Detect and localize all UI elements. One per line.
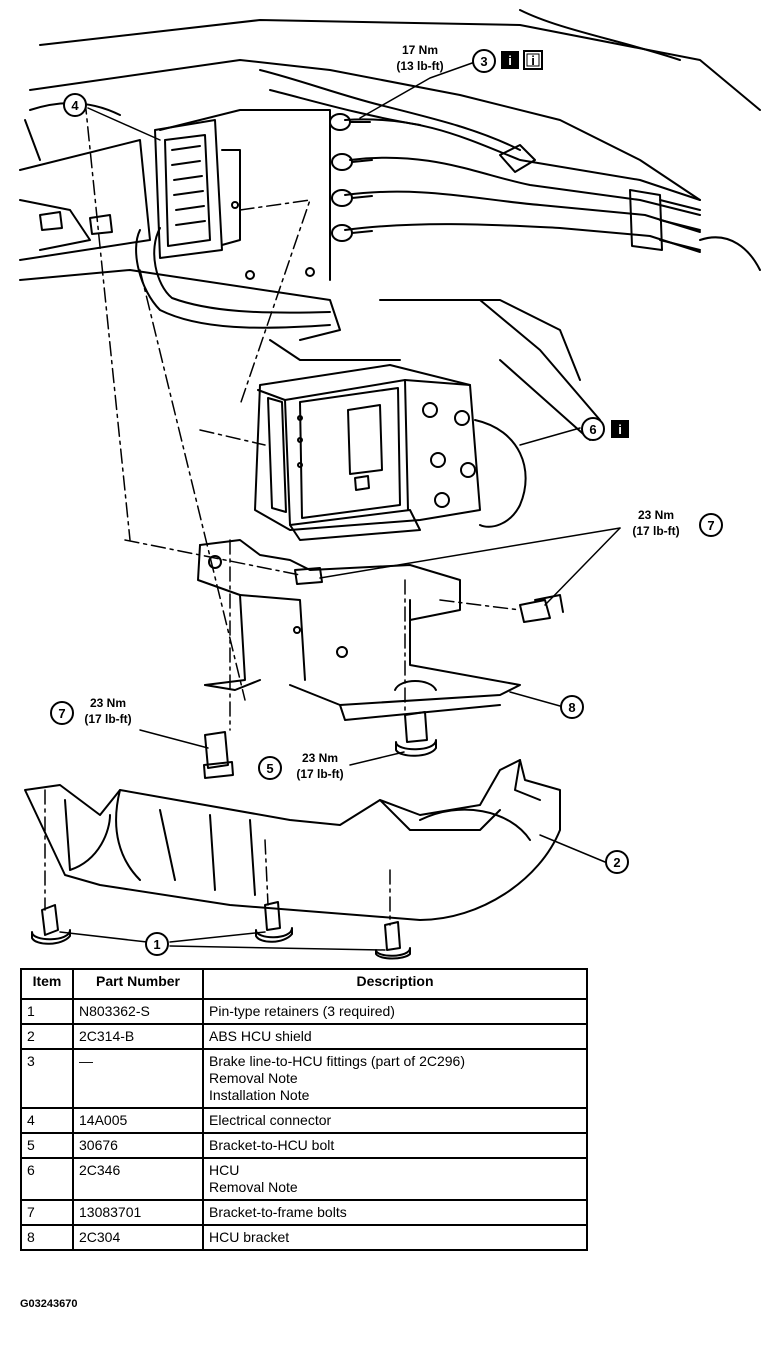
item-number: 5 [20,1132,74,1159]
torque-7-right-nm: 23 Nm [638,508,674,522]
callout-8-number: 8 [568,700,575,715]
pin-retainers [31,901,411,960]
torque-5-lbft: (17 lb-ft) [296,767,343,781]
header-part-number: Part Number [72,968,204,1000]
description-text: HCU bracket [209,1229,290,1245]
description: ABS HCU shield [202,1023,588,1050]
info-icon[interactable]: i [501,51,519,69]
description-text: HCU [209,1162,240,1178]
description: Bracket-to-frame bolts [202,1199,588,1226]
callout-6: 6 [581,417,605,441]
torque-labels: 17 Nm (13 lb-ft) 23 Nm (17 lb-ft) 23 Nm … [84,43,679,781]
callout-1: 1 [145,932,169,956]
callout-4-number: 4 [71,98,79,113]
callout-7-left: 7 [50,701,74,725]
callout-7-left-number: 7 [58,706,65,721]
table-header-row: Item Part Number Description [20,968,588,1000]
part-number: 2C346 [72,1157,204,1201]
callout-7-right-number: 7 [707,518,714,533]
torque-7-left-nm: 23 Nm [90,696,126,710]
description: Pin-type retainers (3 required) [202,998,588,1025]
torque-7-left-lbft: (17 lb-ft) [84,712,131,726]
info-icon[interactable]: i [523,50,543,70]
part-number: 2C314-B [72,1023,204,1050]
callout-2: 2 [605,850,629,874]
item-number: 4 [20,1107,74,1134]
part-number: 2C304 [72,1224,204,1251]
description: Electrical connector [202,1107,588,1134]
hcu-exploded-diagram: 1 2 3 4 5 6 7 7 [19,9,761,960]
item-number: 2 [20,1023,74,1050]
brake-line-fittings [329,113,373,242]
brake-lines [259,69,701,253]
description-text: Bracket-to-HCU bolt [209,1137,335,1153]
item-number: 6 [20,1157,74,1201]
svg-text:i: i [618,422,622,437]
svg-text:i: i [531,53,535,68]
part-number: 14A005 [72,1107,204,1134]
alignment-lines [44,99,521,926]
description-note[interactable]: Removal Note [209,1070,298,1086]
callout-5: 5 [258,756,282,780]
item-number: 7 [20,1199,74,1226]
description: Brake line-to-HCU fittings (part of 2C29… [202,1048,588,1109]
description-text: Bracket-to-frame bolts [209,1204,347,1220]
torque-3-nm: 17 Nm [402,43,438,57]
description-text: Brake line-to-HCU fittings (part of 2C29… [209,1053,465,1069]
header-description: Description [202,968,588,1000]
vehicle-frame [19,9,761,441]
item-number: 1 [20,998,74,1025]
callout-6-number: 6 [589,422,596,437]
description-text: Pin-type retainers (3 required) [209,1003,395,1019]
info-icons: i i i [501,50,629,438]
callout-3-number: 3 [480,54,487,69]
callout-7-right: 7 [699,513,723,537]
hcu-bracket [197,539,521,721]
torque-3-lbft: (13 lb-ft) [396,59,443,73]
hcu-shield [24,759,561,921]
description-note[interactable]: Installation Note [209,1087,310,1103]
part-number: — [72,1048,204,1109]
table-row: 3— Brake line-to-HCU fittings (part of 2C… [20,1048,588,1109]
torque-5-nm: 23 Nm [302,751,338,765]
info-icon[interactable]: i [611,420,629,438]
bolts [203,567,564,779]
callout-1-number: 1 [153,937,160,952]
hcu-unit [254,364,527,541]
part-number: N803362-S [72,998,204,1025]
item-number: 3 [20,1048,74,1109]
description-text: Electrical connector [209,1112,332,1128]
callout-8: 8 [560,695,584,719]
description-text: ABS HCU shield [209,1028,312,1044]
part-number: 13083701 [72,1199,204,1226]
header-item: Item [20,968,74,1000]
part-number: 30676 [72,1132,204,1159]
callouts: 1 2 3 4 5 6 7 7 [50,49,723,956]
figure-id: G03243670 [20,1298,78,1310]
callout-3: 3 [472,49,496,73]
svg-text:i: i [508,53,512,68]
torque-7-right-lbft: (17 lb-ft) [632,524,679,538]
description-note[interactable]: Removal Note [209,1179,298,1195]
callout-5-number: 5 [266,761,273,776]
item-number: 8 [20,1224,74,1251]
description: Bracket-to-HCU bolt [202,1132,588,1159]
electrical-connector [135,119,331,329]
description: HCU bracket [202,1224,588,1251]
callout-4: 4 [63,93,87,117]
leader-lines [59,61,621,951]
callout-2-number: 2 [613,855,620,870]
